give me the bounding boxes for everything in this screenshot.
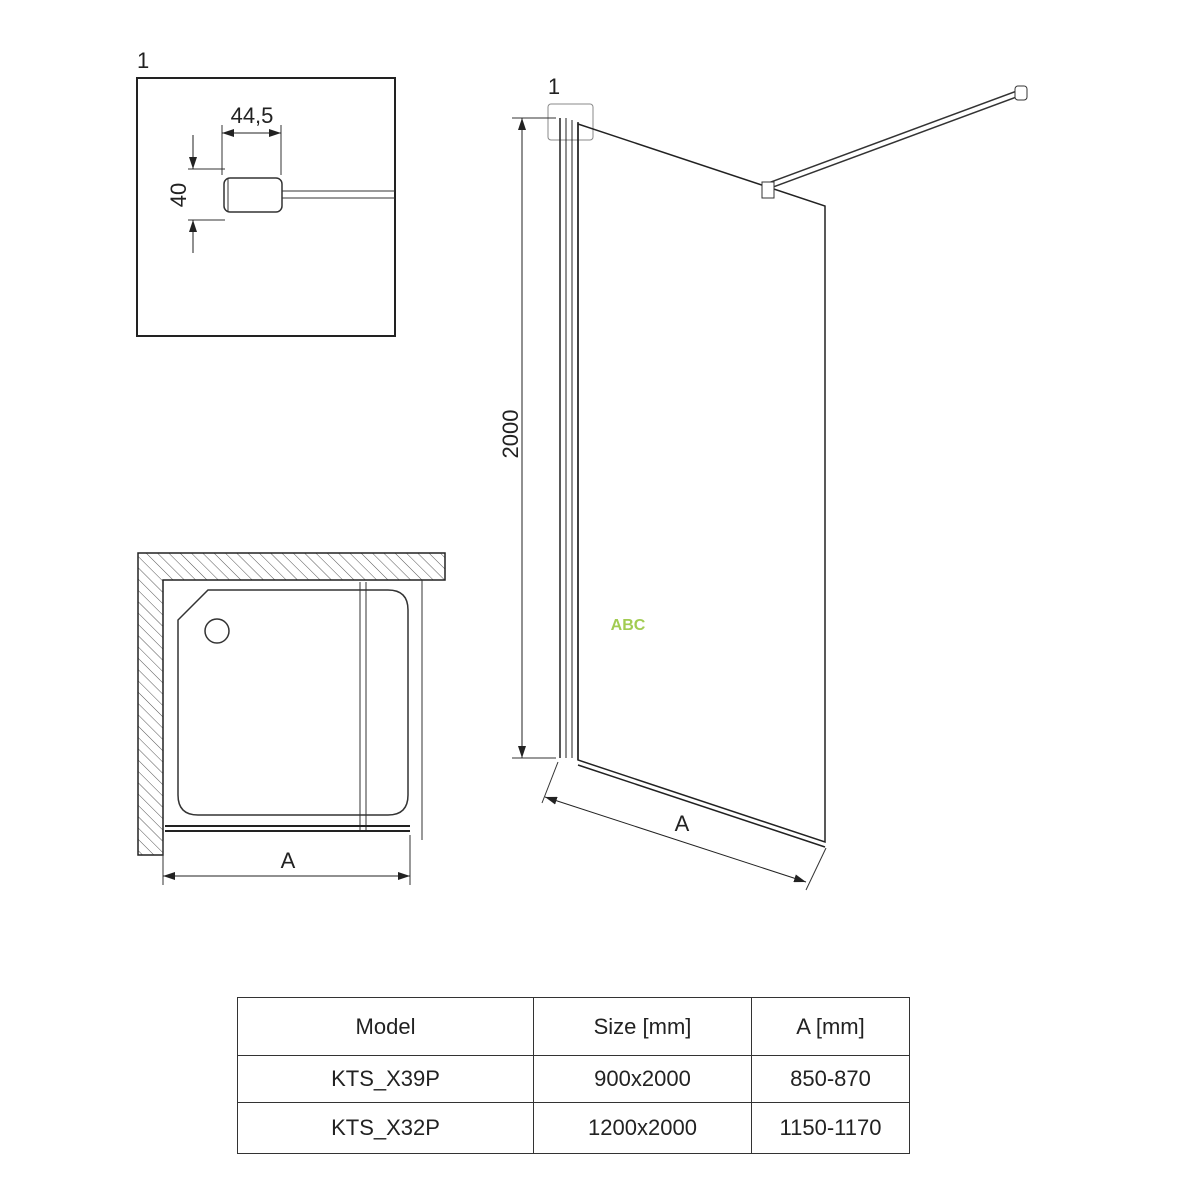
detail-width-dim: 44,5 xyxy=(231,103,274,128)
header-a: A [mm] xyxy=(751,997,910,1056)
cell-a: 850-870 xyxy=(751,1055,910,1103)
table-row: KTS_X39P 900x2000 850-870 xyxy=(237,1055,910,1103)
table-header-row: Model Size [mm] A [mm] xyxy=(237,997,910,1056)
elevation-width-dim: A xyxy=(675,811,690,836)
height-dim: 2000 xyxy=(498,410,523,459)
header-size: Size [mm] xyxy=(533,997,752,1056)
elevation-view: 1 2000 A ABC xyxy=(498,74,1028,891)
header-model: Model xyxy=(237,997,534,1056)
detail-label: 1 xyxy=(137,48,149,73)
plan-view: A xyxy=(137,552,446,885)
cell-model: KTS_X32P xyxy=(237,1102,534,1154)
cell-size: 1200x2000 xyxy=(533,1102,752,1154)
cell-model: KTS_X39P xyxy=(237,1055,534,1103)
detail-view: 1 44,5 40 xyxy=(136,48,396,337)
watermark-logo: ABC xyxy=(611,617,646,634)
callout-label: 1 xyxy=(548,74,560,99)
cell-size: 900x2000 xyxy=(533,1055,752,1103)
cell-a: 1150-1170 xyxy=(751,1102,910,1154)
dimensions-table: Model Size [mm] A [mm] KTS_X39P 900x2000… xyxy=(237,997,910,1154)
plan-width-dim: A xyxy=(281,848,296,873)
detail-height-dim: 40 xyxy=(166,183,191,207)
table-row: KTS_X32P 1200x2000 1150-1170 xyxy=(237,1102,910,1154)
